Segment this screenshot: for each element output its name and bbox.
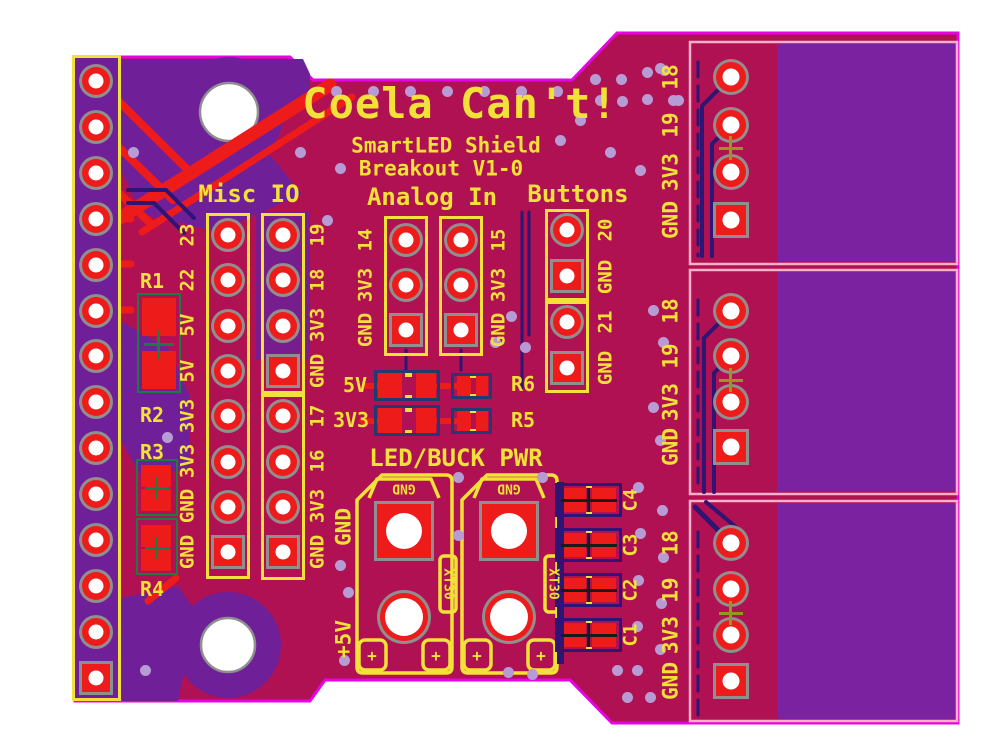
round-pad	[79, 385, 113, 420]
analog-in-right-header-outline	[439, 216, 483, 356]
square-pad	[550, 351, 584, 385]
round-pad	[211, 353, 245, 388]
round-pad	[79, 64, 113, 98]
square-pad	[374, 501, 434, 561]
misc-io-right-header-b-outline	[261, 394, 305, 580]
round-pad	[713, 154, 749, 191]
square-pad	[79, 660, 113, 695]
square-pad	[550, 259, 584, 293]
round-pad	[713, 106, 749, 143]
round-pad	[550, 305, 584, 339]
round-pad	[266, 399, 300, 434]
square-pad	[713, 428, 749, 465]
square-pad	[266, 535, 300, 570]
buttons-header-b-outline	[545, 301, 589, 393]
round-pad	[377, 590, 431, 644]
misc-io-left-header-outline	[206, 213, 250, 579]
round-pad	[389, 223, 423, 257]
square-pad	[713, 663, 749, 699]
round-pad	[79, 201, 113, 236]
round-pad	[79, 293, 113, 328]
round-pad	[266, 489, 300, 524]
round-pad	[266, 444, 300, 479]
round-pad	[482, 590, 536, 644]
square-pad	[211, 535, 245, 570]
round-pad	[79, 109, 113, 144]
square-pad	[713, 202, 749, 239]
round-pad	[713, 571, 749, 607]
round-pad	[79, 431, 113, 466]
round-pad	[79, 339, 113, 374]
round-pad	[444, 268, 478, 302]
buttons-header-a-outline	[545, 209, 589, 301]
round-pad	[713, 525, 749, 561]
square-pad	[479, 501, 539, 561]
round-pad	[266, 308, 300, 343]
round-pad	[211, 489, 245, 524]
xt30-outlines	[355, 473, 563, 675]
round-pad	[713, 59, 749, 95]
round-pad	[211, 399, 245, 434]
round-pad	[713, 338, 749, 375]
right-connector-blocks	[688, 40, 959, 723]
round-pad	[266, 263, 300, 298]
round-pad	[713, 383, 749, 420]
round-pad	[79, 155, 113, 190]
misc-io-right-header-a-outline	[261, 213, 305, 394]
round-pad	[266, 218, 300, 252]
round-pad	[79, 568, 113, 603]
round-pad	[211, 444, 245, 479]
analog-in-left-header-outline	[384, 216, 428, 356]
square-pad	[266, 353, 300, 388]
round-pad	[211, 263, 245, 298]
round-pad	[211, 218, 245, 252]
round-pad	[79, 477, 113, 512]
square-pad	[389, 313, 423, 347]
round-pad	[211, 308, 245, 343]
round-pad	[713, 293, 749, 329]
round-pad	[79, 523, 113, 557]
round-pad	[79, 614, 113, 649]
round-pad	[713, 617, 749, 653]
round-pad	[444, 223, 478, 257]
mounting-holes	[174, 57, 284, 697]
square-pad	[444, 313, 478, 347]
round-pad	[79, 247, 113, 282]
round-pad	[389, 268, 423, 302]
round-pad	[550, 213, 584, 247]
